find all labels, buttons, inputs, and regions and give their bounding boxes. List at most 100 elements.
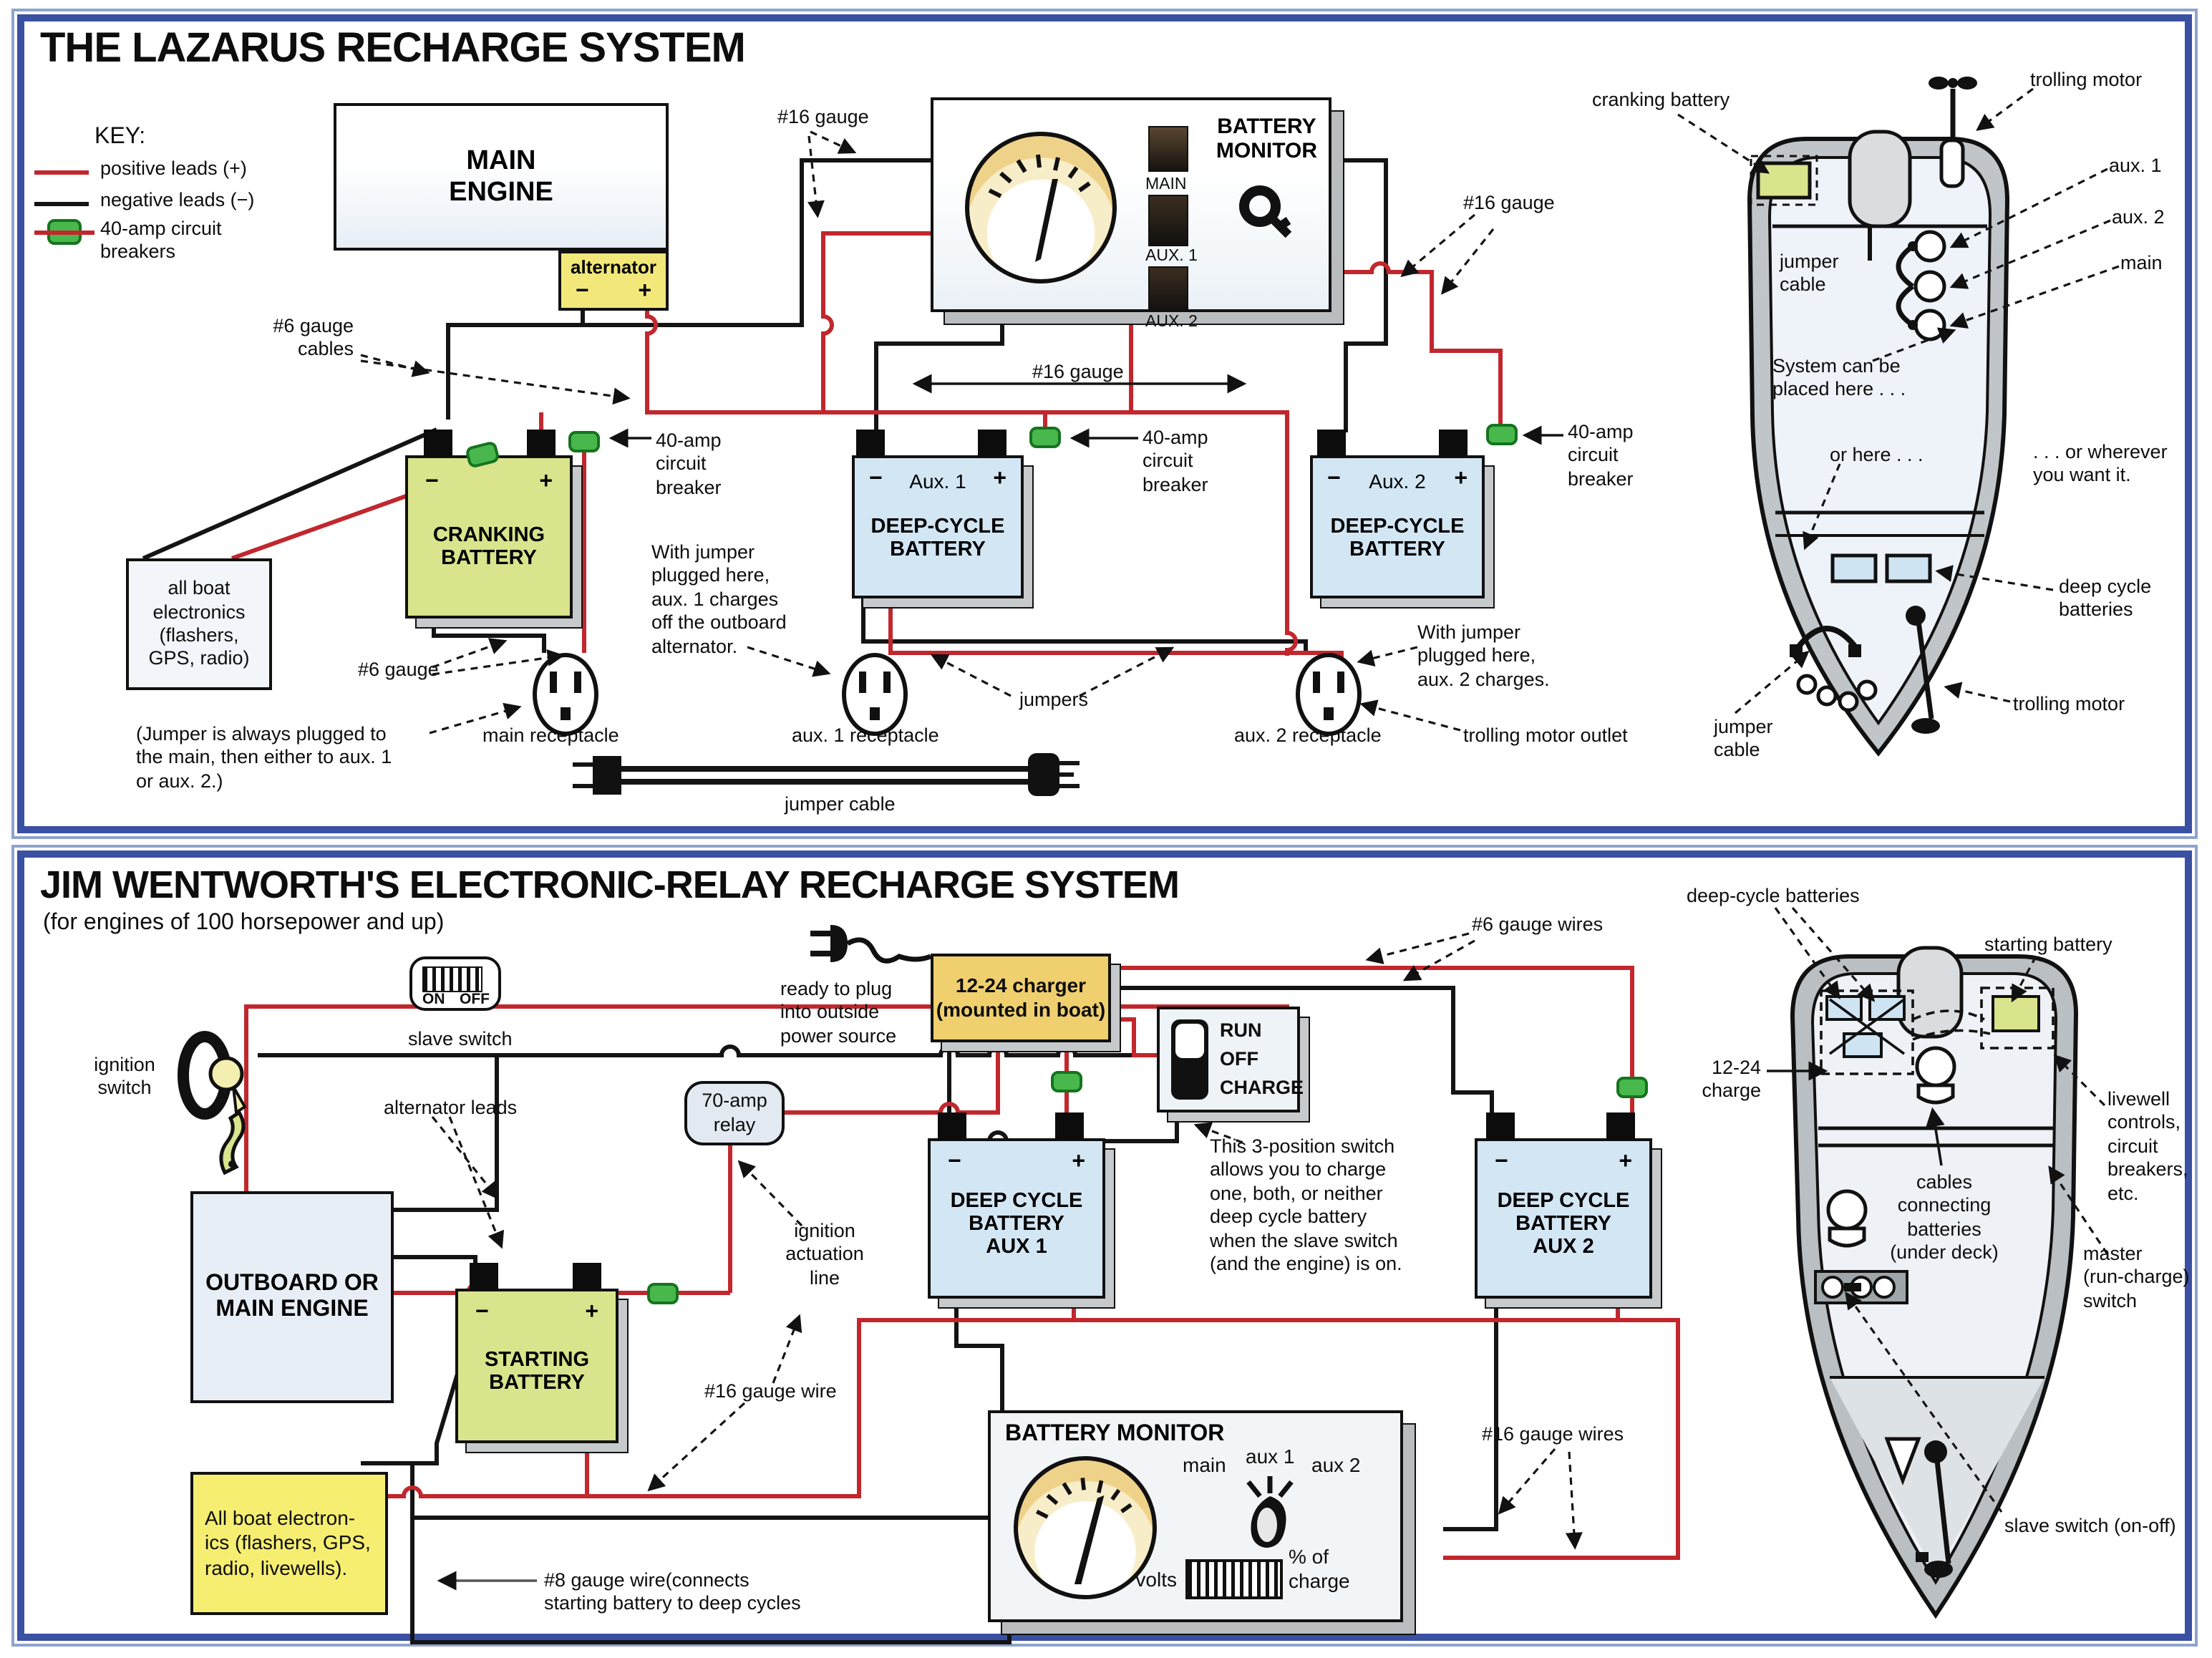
g6-wires-label: #6 gauge wires: [1472, 913, 1604, 935]
dc-aux1-minus: −: [948, 1150, 961, 1174]
aux2-battery: − Aux. 2 + DEEP-CYCLE BATTERY: [1310, 455, 1485, 598]
boat-top-view-lazarus: [1747, 77, 2010, 757]
roc-off-label: OFF: [1220, 1048, 1258, 1070]
boat2-cables-label: cables connecting batteries (under deck): [1890, 1171, 1999, 1264]
main-engine-box: MAIN ENGINE: [334, 103, 669, 251]
voltage-gauge-bottom: [1014, 1456, 1157, 1599]
gauge-face: [988, 154, 1091, 262]
channel-light-aux2: [1148, 266, 1188, 312]
aux2-charge-note: With jumper plugged here, aux. 2 charges…: [1417, 621, 1550, 690]
jumper-note: (Jumper is always plugged to the main, t…: [136, 723, 392, 792]
g16-wires-label: #16 gauge wires: [1482, 1423, 1624, 1445]
aux1-name: DEEP-CYCLE BATTERY: [870, 515, 1005, 561]
battery-monitor-bottom: BATTERY MONITOR main aux 1 aux 2 volts %…: [988, 1410, 1403, 1622]
boat2-master-label: master (run-charge) switch: [2083, 1243, 2190, 1312]
dc-aux2-pos-terminal: [1606, 1112, 1635, 1140]
main-engine-label: MAIN ENGINE: [449, 145, 553, 207]
ignition-switch-label: ignition switch: [94, 1054, 155, 1099]
breaker40-label-1: 40-amp circuit breaker: [656, 430, 722, 498]
ignition-actuation-label: ignition actuation line: [785, 1220, 864, 1289]
ignition-switch-icon: [178, 1031, 247, 1175]
electronics-box-top-label: all boat electronics (flashers, GPS, rad…: [148, 577, 250, 669]
starting-pos-terminal: [573, 1263, 601, 1290]
aux1-tag: Aux. 1: [909, 470, 966, 493]
aux2-name: DEEP-CYCLE BATTERY: [1330, 515, 1465, 561]
starting-breaker: [647, 1283, 679, 1304]
key-breaker-wire: [34, 231, 94, 235]
breaker40-label-3: 40-amp circuit breaker: [1568, 421, 1634, 490]
g16-wire-label: #16 gauge wire: [704, 1380, 837, 1402]
electronics-box-top: all boat electronics (flashers, GPS, rad…: [126, 558, 272, 690]
run-off-charge-switch: RUN OFF CHARGE: [1157, 1007, 1304, 1112]
key-negative-swatch: [34, 202, 89, 206]
key-positive-label: positive leads (+): [100, 157, 247, 179]
cranking-minus: −: [425, 470, 439, 494]
main-receptacle-label: main receptacle: [482, 724, 619, 746]
battery-monitor-top: BATTERY MONITOR MAIN AUX. 1 AUX. 2: [931, 97, 1331, 331]
charger-label: 12-24 charger (mounted in boat): [936, 973, 1106, 1021]
gauge-needle: [1035, 179, 1058, 262]
boat2-starting-label: starting battery: [1984, 934, 2112, 955]
aux2-minus: −: [1327, 467, 1341, 491]
dc-aux2-name: DEEP CYCLE BATTERY AUX 2: [1497, 1190, 1630, 1259]
boat1-aux2-label: aux. 2: [2112, 206, 2165, 228]
alternator-minus: −: [576, 279, 589, 304]
boat1-orhere-label: or here . . .: [1830, 444, 1924, 465]
gauge-face-bottom: [1036, 1478, 1132, 1584]
battery-monitor-bottom-title: BATTERY MONITOR: [1005, 1422, 1225, 1446]
key-breakers-label: 40-amp circuit breakers: [100, 218, 222, 263]
cranking-plus: +: [539, 470, 553, 494]
cranking-breaker-b: [568, 431, 600, 452]
dc-aux1-pos-terminal: [1055, 1112, 1084, 1140]
wentworth-title: JIM WENTWORTH'S ELECTRONIC-RELAY RECHARG…: [40, 863, 1180, 906]
monitor-aux1-label: aux 1: [1246, 1445, 1295, 1468]
boat1-troll-top-label: trolling motor: [2030, 69, 2143, 90]
gauge-needle-bottom: [1074, 1495, 1105, 1584]
dc-aux1-plus: +: [1072, 1150, 1085, 1174]
electronics-box-bottom-label: All boat electron- ics (flashers, GPS, r…: [205, 1506, 371, 1579]
starting-plus: +: [585, 1300, 598, 1324]
channel-label-aux1: AUX. 1: [1145, 248, 1198, 265]
cranking-battery: − + CRANKING BATTERY: [405, 455, 573, 619]
aux1-plus: +: [993, 467, 1006, 491]
relay-70amp-label: 70-amp relay: [702, 1090, 767, 1135]
dc-aux1-battery: − + DEEP CYCLE BATTERY AUX 1: [928, 1138, 1105, 1299]
ready-to-plug-label: ready to plug into outside power source: [780, 978, 897, 1047]
boat1-cranking-label: cranking battery: [1592, 89, 1730, 110]
key-negative-label: negative leads (−): [100, 189, 255, 210]
cranking-battery-label: CRANKING BATTERY: [432, 524, 545, 570]
aux1-battery: − Aux. 1 + DEEP-CYCLE BATTERY: [852, 455, 1024, 598]
alternator-label: alternator: [571, 256, 656, 278]
key-positive-swatch: [34, 170, 89, 175]
wall-plug-icon: [810, 925, 932, 964]
aux1-neg-terminal: [856, 430, 885, 457]
alternator-plus: +: [638, 279, 651, 304]
voltage-gauge: [965, 132, 1117, 283]
slave-switch-slider: [422, 966, 482, 992]
slave-switch: ON OFF: [409, 956, 501, 1011]
aux1-minus: −: [869, 467, 883, 491]
boat2-charge-label: 12-24 charge: [1702, 1057, 1761, 1102]
top-negative-wires: [142, 158, 1388, 653]
lazarus-title: THE LAZARUS RECHARGE SYSTEM: [40, 26, 746, 72]
slave-switch-label: slave switch: [408, 1028, 513, 1049]
battery-monitor-top-title: BATTERY MONITOR: [1216, 115, 1317, 163]
channel-label-main: MAIN: [1145, 176, 1187, 193]
monitor-volts-label: volts: [1135, 1568, 1177, 1591]
starting-neg-terminal: [470, 1263, 498, 1290]
aux2-breaker: [1486, 424, 1518, 445]
wentworth-subtitle: (for engines of 100 horsepower and up): [43, 911, 445, 935]
key-heading: KEY:: [94, 125, 146, 149]
boat1-jumper-label: jumper cable: [1780, 251, 1839, 296]
dc-aux2-minus: −: [1495, 1150, 1508, 1174]
g16-right-label: #16 gauge: [1463, 192, 1555, 213]
dc-aux1-neg-terminal: [938, 1112, 966, 1140]
dc-aux2-plus: +: [1619, 1150, 1632, 1174]
boat2-deep-label: deep-cycle batteries: [1687, 885, 1860, 906]
slave-on-label: ON: [422, 991, 445, 1008]
boat2-slave-label: slave switch (on-off): [2004, 1515, 2176, 1536]
aux1-receptacle-outlet: [842, 653, 908, 736]
monitor-main-label: main: [1183, 1453, 1226, 1476]
aux1-pos-terminal: [978, 430, 1006, 457]
